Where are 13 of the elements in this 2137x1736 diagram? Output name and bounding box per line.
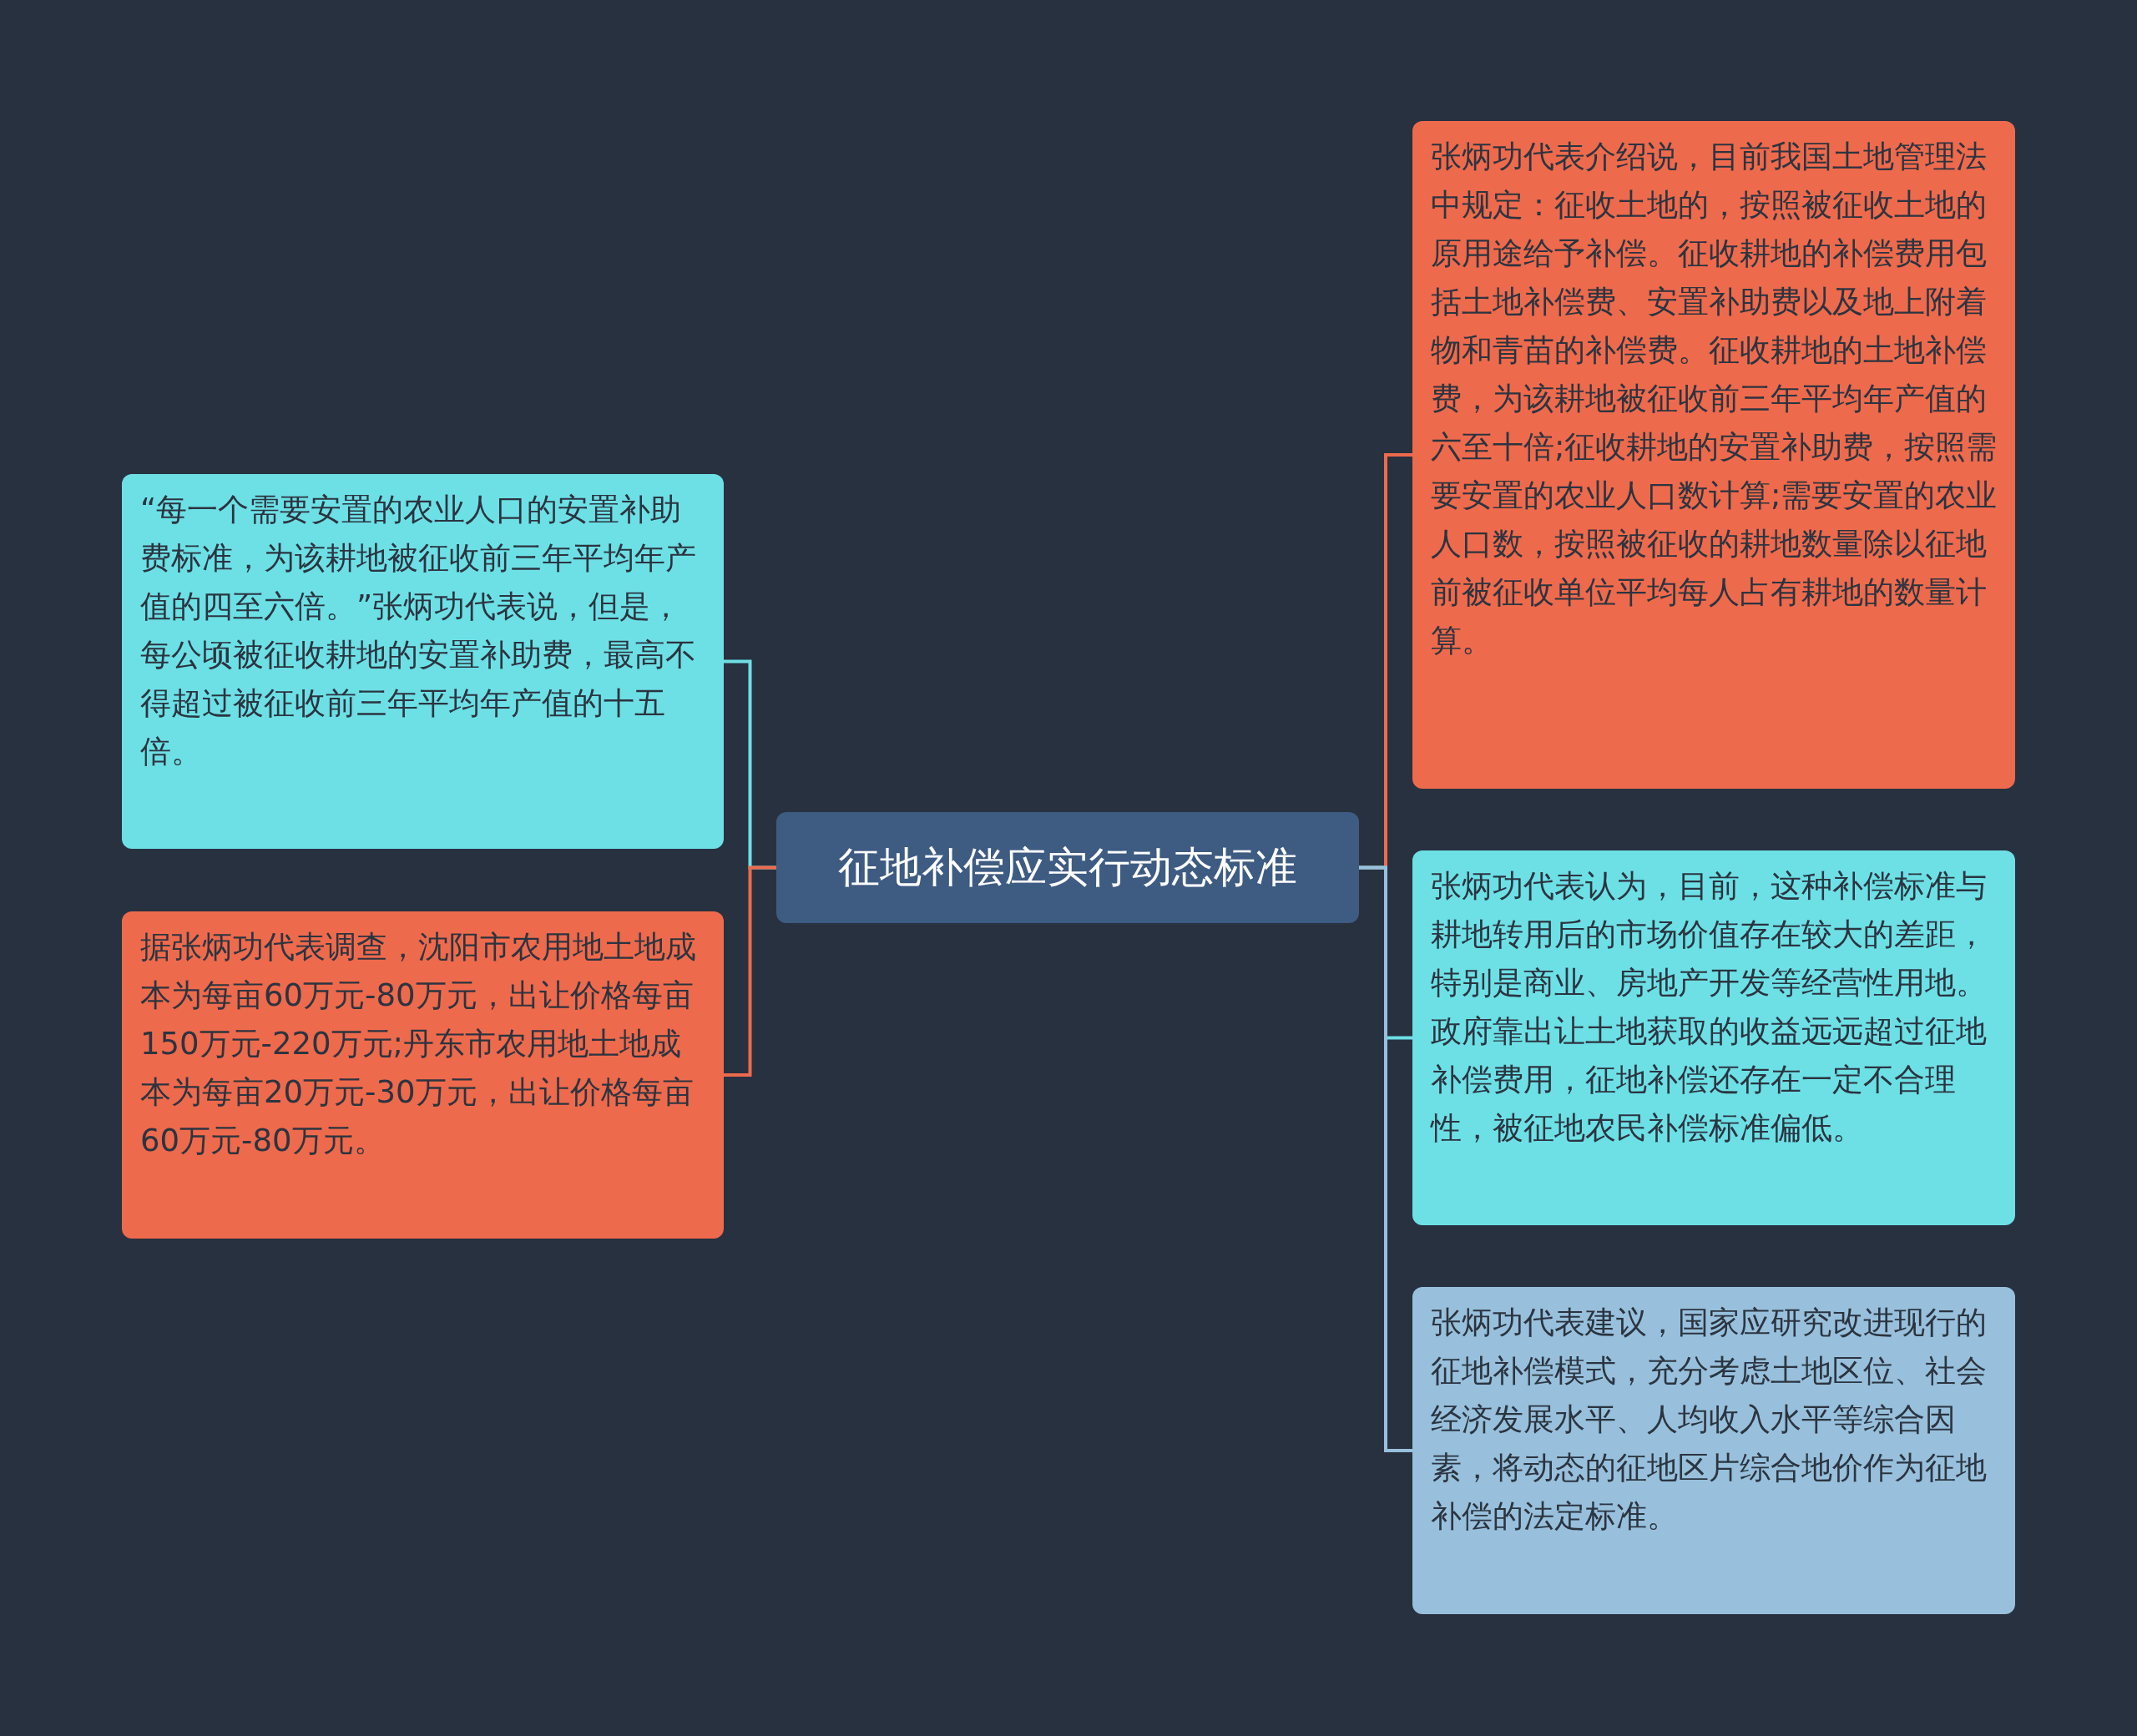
topic-box bbox=[1412, 850, 2015, 1225]
topic-text: 据张炳功代表调查，沈阳市农用地土地成本为每亩60万元-80万元，出让价格每亩150万元-220万元;丹东市农用地土地成本为每亩20万元-30万元，出让价格每亩60万元-80万元。 bbox=[140, 928, 697, 1160]
connector-line bbox=[724, 865, 776, 1077]
topic-box bbox=[1412, 1287, 2015, 1614]
topic-box bbox=[1412, 121, 2015, 789]
topic-box bbox=[122, 474, 724, 849]
topic-text: 张炳功代表建议，国家应研究改进现行的征地补偿模式，充分考虑土地区位、社会经济发展水平、人均收入水平等综合因素，将动态的征地区片综合地价作为征地补偿的法定标准。 bbox=[1431, 1304, 1988, 1536]
topic-text: “每一个需要安置的农业人口的安置补助费标准，为该耕地被征收前三年平均年产值的四至六倍。”张炳功代表说，但是，每公顷被征收耕地的安置补助费，最高不得超过被征收前三年平均年产值的十五倍。 bbox=[140, 491, 697, 771]
central-topic-text: 征地补偿应实行动态标准 bbox=[837, 842, 1298, 892]
central-topic-box bbox=[776, 812, 1359, 923]
topic-box bbox=[122, 911, 724, 1239]
topic-text: 张炳功代表介绍说，目前我国土地管理法中规定：征收土地的，按照被征收土地的原用途给予补偿。征收耕地的补偿费用包括土地补偿费、安置补助费以及地上附着物和青苗的补偿费。征收耕地的土地补偿费，为该耕地被征收前三年平均年产值的六至十倍;征收耕地的安置补助费，按照需要安置的农业人口数计算;需要安置的农业人口数，按照被征收的耕地数量除以征地前被征收单位平均每人占有耕地的数量计算。 bbox=[1431, 138, 1998, 660]
topic-text: 张炳功代表认为，目前，这种补偿标准与耕地转用后的市场价值存在较大的差距，特别是商业、房地产开发等经营性用地。政府靠出让土地获取的收益远远超过征地补偿费用，征地补偿还存在一定不合理性，被征地农民补偿标准偏低。 bbox=[1431, 867, 1988, 1148]
